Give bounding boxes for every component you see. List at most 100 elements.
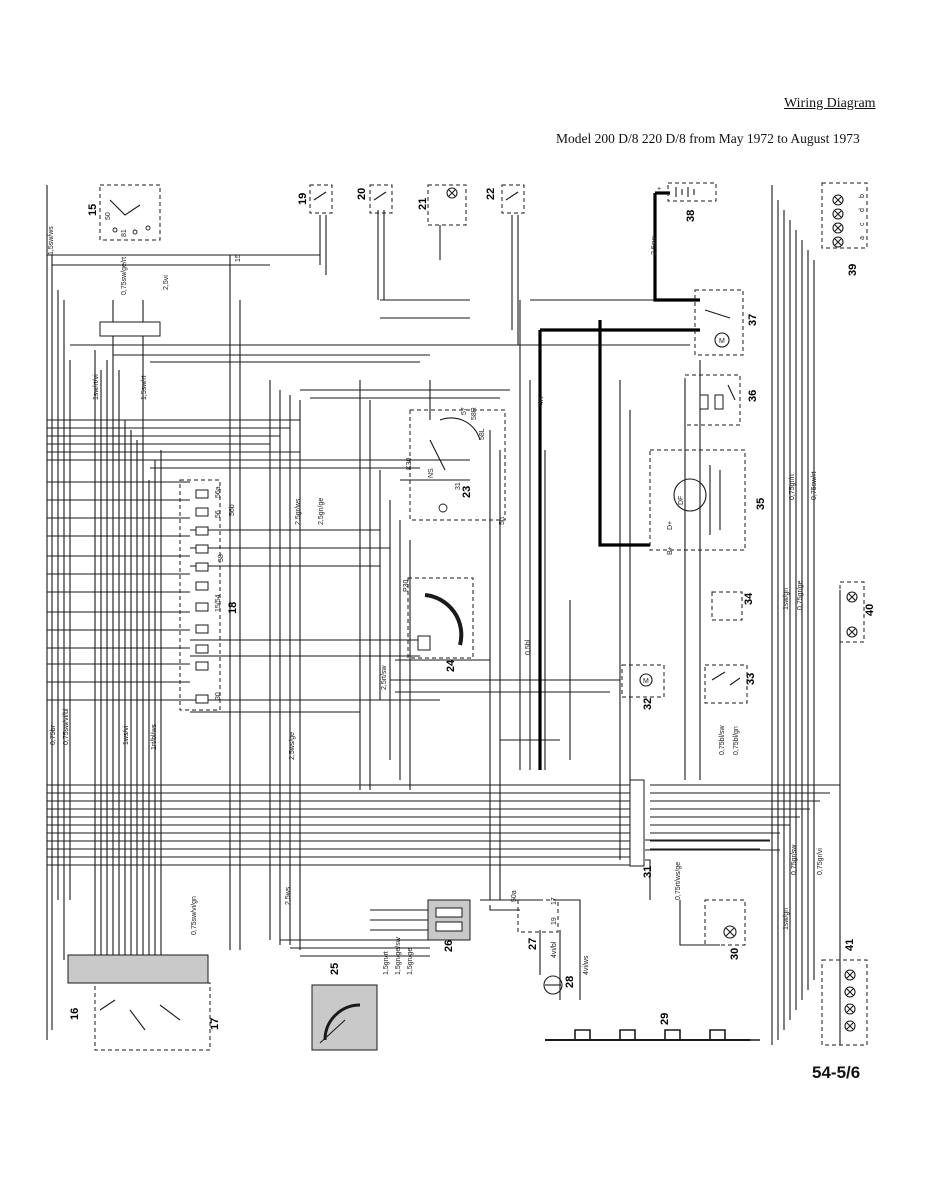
component-38-battery: + <box>657 182 717 202</box>
wire-label: 0,75gr/sw <box>791 844 798 875</box>
connector-block-top-left <box>99 321 161 337</box>
label-39: 39 <box>847 264 859 276</box>
label-31: 31 <box>642 866 654 878</box>
wire-label: 0,75br <box>50 724 57 745</box>
component-28-glow-indicator <box>543 975 563 995</box>
component-15-ignition-switch <box>99 184 161 241</box>
component-19-switch <box>309 184 333 214</box>
component-23-light-switch <box>409 409 506 521</box>
terminal-label: NS <box>428 468 435 478</box>
label-23: 23 <box>461 486 473 498</box>
wire-label: 5rt <box>499 517 506 525</box>
heavy-cables <box>538 191 750 1041</box>
terminal-label: D+ <box>667 521 674 530</box>
label-27: 27 <box>527 938 539 950</box>
component-39-lamp-cluster <box>821 182 868 249</box>
page-title: Wiring Diagram <box>784 96 876 111</box>
wire-label: 0,75rt/ws/ge <box>675 862 682 900</box>
wire-label: 1sw/gn <box>783 588 790 610</box>
label-19: 19 <box>297 193 309 205</box>
terminal-label: 15/54 <box>215 594 222 612</box>
wire-label: 2,5ws/ge <box>289 732 296 760</box>
component-26-relay <box>427 899 471 941</box>
label-18: 18 <box>227 602 239 614</box>
wire-label: 0,75sw/vi/gn <box>191 896 198 935</box>
component-16-17-instrument-cluster <box>67 954 211 1051</box>
letter-a: a <box>859 236 866 240</box>
terminal-label: DF <box>678 496 685 505</box>
label-36: 36 <box>747 390 759 402</box>
wire-label: 4vi/ws <box>583 955 590 975</box>
component-36-voltage-regulator <box>684 374 741 426</box>
label-32: 32 <box>642 698 654 710</box>
label-35: 35 <box>755 498 767 510</box>
label-28: 28 <box>564 976 576 988</box>
wire-label: 1,5sw/ws <box>48 226 55 255</box>
label-30: 30 <box>729 948 741 960</box>
label-25: 25 <box>329 963 341 975</box>
wire-label: 1rt/bl/ws <box>151 723 158 750</box>
terminal-labels: 50 81 58 30 15/54 50a 17 19 DF D+ B+ P30… <box>105 212 685 925</box>
label-29: 29 <box>659 1013 671 1025</box>
label-40: 40 <box>864 604 876 616</box>
terminal-label: 81 <box>121 229 128 237</box>
svg-text:+: + <box>657 186 661 193</box>
component-20-switch <box>369 184 393 214</box>
wire-label: 2,5ws <box>285 886 292 905</box>
terminal-label: 31 <box>455 482 462 490</box>
wire-label: 0,5bl <box>525 639 532 655</box>
label-33: 33 <box>745 673 757 685</box>
connector-letters: d c b a <box>859 194 866 240</box>
terminal-label: 17 <box>551 897 558 905</box>
component-21-lamp <box>427 184 467 226</box>
component-30-lamp <box>704 899 746 946</box>
component-41-lamp-cluster <box>821 959 868 1046</box>
terminal-label: 19 <box>551 917 558 925</box>
label-21: 21 <box>417 198 429 210</box>
component-25-rotary-switch <box>311 984 378 1051</box>
component-numbers: 15 19 20 21 22 38 39 37 36 35 23 18 24 3… <box>69 188 876 1030</box>
wire-label: 1,5gn/ge <box>407 948 414 975</box>
wire-label: 1sw/gn <box>783 908 790 930</box>
wire-label: 4vi/bl <box>551 941 558 958</box>
letter-b: b <box>859 194 866 198</box>
label-41: 41 <box>844 939 856 951</box>
label-37: 37 <box>747 314 759 326</box>
wire-label: 0,75gr/vi <box>817 848 824 875</box>
component-35-alternator <box>649 449 746 551</box>
terminal-label: 56 <box>215 510 222 518</box>
wire-label: 0,75sw/vi/bl <box>63 708 70 745</box>
label-26: 26 <box>443 940 455 952</box>
wire-label: 1,5sw/rt <box>141 375 148 400</box>
letter-c: c <box>859 222 866 226</box>
wire-label: 2,5sw <box>651 236 658 255</box>
terminal-label: 58R <box>471 407 478 420</box>
label-22: 22 <box>485 188 497 200</box>
wire-label: 2,5gn/ge <box>318 498 325 525</box>
wire-label: 0,75bl/sw <box>719 724 726 755</box>
terminal-label: B+ <box>667 546 674 555</box>
label-34: 34 <box>743 592 755 605</box>
letter-d: d <box>859 208 866 212</box>
component-37-starter-motor: M <box>694 289 744 356</box>
terminal-label: 56a <box>215 486 222 498</box>
component-27-glow-relay <box>517 899 559 933</box>
wire-label: 2,5gr/ws <box>295 498 302 525</box>
wire-label: 1,5gn/ge/sw <box>395 936 402 975</box>
wire-label: 2,5vi <box>163 275 170 290</box>
wire-label: 0,75sw/rt <box>811 472 818 500</box>
terminal-label: 56b <box>229 504 236 516</box>
wire-label: 1ws/vi <box>123 725 130 745</box>
wire-label: 4rt <box>538 397 545 405</box>
label-16: 16 <box>69 1008 81 1020</box>
wire-label: 1,5gn/rt <box>383 951 390 975</box>
wire-label: 2,5rt/sw <box>381 665 388 690</box>
wire-label: 0,75sw/ge/rt <box>121 257 128 295</box>
component-22-switch <box>501 184 525 214</box>
terminal-label: 15 <box>235 254 242 262</box>
label-15: 15 <box>87 204 99 216</box>
component-29-glow-plugs <box>574 1029 760 1041</box>
component-34-sender <box>711 591 743 621</box>
label-17: 17 <box>209 1018 221 1030</box>
terminal-label: 57 <box>461 407 468 415</box>
